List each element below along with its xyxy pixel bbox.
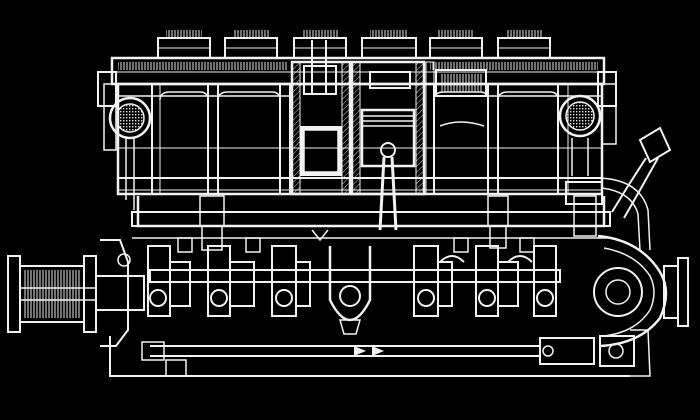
- rocker-box-3: [293, 30, 347, 59]
- rocker-box-2: [224, 30, 278, 59]
- oil-sump-line: [109, 329, 651, 377]
- left-magneto: [103, 83, 152, 210]
- piston: [360, 108, 416, 231]
- valve-rocker-boxes: [157, 30, 551, 59]
- propeller-hub-flange: [7, 239, 145, 347]
- crank-throw-7: [533, 245, 557, 317]
- crank-throw-4: [328, 246, 372, 335]
- connecting-rod-caps: [177, 229, 535, 253]
- crankcase: [131, 195, 611, 251]
- sectioned-cylinder-left: [290, 40, 352, 196]
- sectioned-cylinder-right: [425, 61, 487, 195]
- intake-horn: [565, 126, 672, 251]
- crank-throw-2: [207, 245, 255, 317]
- rocker-box-4: [361, 30, 417, 59]
- manifold-pipes: [118, 95, 602, 149]
- sectioned-cylinder-centre: [350, 60, 426, 231]
- rocker-box-5: [429, 30, 483, 59]
- crank-throw-5: [413, 245, 453, 317]
- crank-throw-1: [147, 245, 191, 317]
- crankshaft: [147, 245, 561, 335]
- rocker-box-6: [497, 30, 551, 59]
- crank-throw-3: [271, 245, 311, 317]
- rocker-box-1: [157, 30, 211, 59]
